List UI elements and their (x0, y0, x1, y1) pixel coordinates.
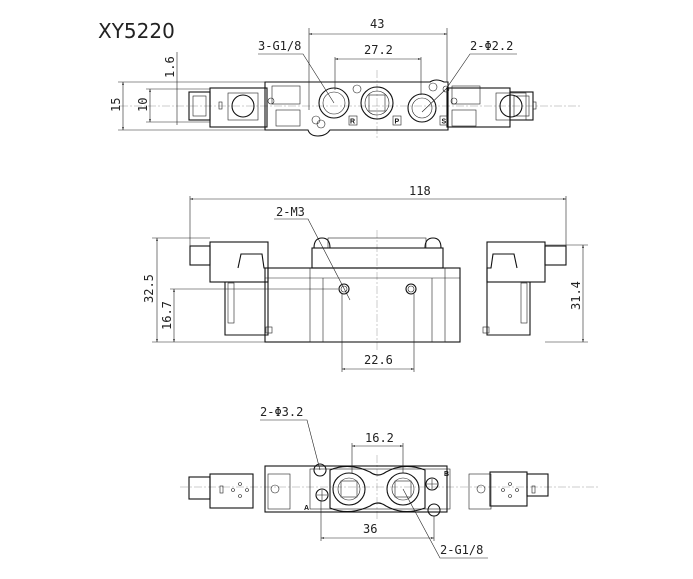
dim-118: 118 (409, 184, 431, 198)
port-label-p: P (395, 119, 400, 126)
port-p (360, 86, 394, 120)
left-coil (209, 241, 269, 283)
left-solenoid (209, 87, 268, 128)
model-title: XY5220 (98, 19, 175, 43)
m3-hole-left (338, 283, 350, 295)
dim-31-4: 31.4 (569, 281, 583, 310)
port-r (318, 87, 350, 119)
dim-22-6: 22.6 (364, 353, 393, 367)
valve-body-front (264, 267, 461, 343)
callout-phi-2-2: 2-Φ2.2 (470, 39, 513, 53)
port-label-r: R (350, 119, 355, 126)
dim-27-2: 27.2 (364, 43, 393, 57)
dim-15: 15 (109, 98, 123, 112)
bottom-view: A B 2-Φ3.2 16.2 36 2-G1/8 (180, 405, 600, 559)
port-label-b: B (444, 471, 449, 478)
valve-body-top (264, 79, 449, 137)
dim-10: 10 (136, 98, 150, 112)
right-end-block (489, 471, 528, 507)
right-solenoid (446, 87, 511, 128)
callout-3-g18: 3-G1/8 (258, 39, 301, 53)
callout-phi-3-2: 2-Φ3.2 (260, 405, 303, 419)
right-connector (526, 473, 549, 497)
right-connector (544, 245, 567, 266)
port-label-a: A (304, 505, 309, 512)
dim-16-2: 16.2 (365, 431, 394, 445)
left-end-block (209, 473, 254, 509)
dim-43: 43 (370, 17, 384, 31)
valve-body-bottom (264, 465, 448, 513)
top-view: R P S 43 27.2 3-G1/8 2-Φ2.2 15 10 1.6 (109, 17, 580, 140)
dim-36: 36 (363, 522, 377, 536)
front-view: 118 2-M3 32.5 16.7 31.4 22.6 (142, 184, 588, 372)
left-connector (189, 245, 211, 266)
port-label-s: S (442, 119, 447, 126)
port-a (332, 472, 366, 506)
left-connector (188, 476, 211, 500)
hole-3.2-left (313, 463, 327, 477)
dim-1-6: 1.6 (163, 56, 177, 78)
hole-3.2-right (427, 503, 441, 517)
hole-2.2 (442, 85, 450, 93)
callout-2-g18: 2-G1/8 (440, 543, 483, 557)
dim-16-7: 16.7 (160, 301, 174, 330)
callout-2-m3: 2-M3 (276, 205, 305, 219)
port-s (407, 93, 437, 123)
m3-hole-right (405, 283, 417, 295)
dim-32-5: 32.5 (142, 274, 156, 303)
right-coil (486, 241, 546, 283)
